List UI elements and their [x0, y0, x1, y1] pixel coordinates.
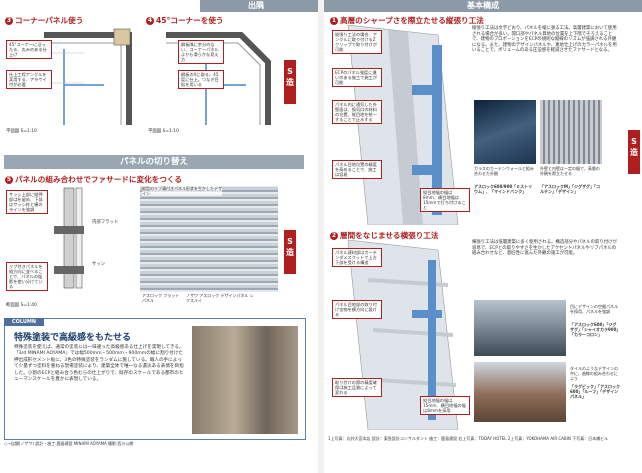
r-sec2-note-1: パネル建材部はカーテンダメスクットで上方下部を受ける構造	[332, 248, 382, 267]
r-sec1-note-5: 縦目地幅の幅は8mm、横目地幅は15mmで打ち付けること	[420, 188, 470, 212]
sec5-note-3: リブ付きパネルを縦方向に並べることで、パネルの陰影を使い分けている	[6, 262, 48, 291]
panel-switch-band: パネルの切り替え	[4, 155, 304, 169]
left-footer-credit: ○→店舗(ノザワ) 設計・施工:鹿島建設 MINAMI AOYAMA 撮影:西川…	[4, 441, 134, 446]
r-sec1-note-2: ECPのパネル強度に違いのある施工で施工が可能	[332, 68, 382, 87]
r-sec2-note-2: パネル目地部の取り付け金物を横方向に設ける	[332, 300, 382, 319]
side-tab-top: S造	[284, 60, 296, 104]
facade-photo-caption: 縦型のリブ溝付きパネル形状を生かしたデザイン	[142, 186, 222, 196]
facade-photo	[140, 186, 278, 292]
r-sec2-photo-1	[474, 300, 566, 356]
r-sec1-caption-1: ガラスのカーテンウォールと組み合わせた外観	[474, 166, 534, 176]
r-sec2-photo-2	[474, 362, 566, 422]
r-sec2-body: 横張り工法は低層建築に多く使用される。構造部分やパネルの取り付けが容易で、ECP…	[472, 240, 617, 257]
r-sec1-photo-2	[540, 100, 602, 164]
left-header: 出隅	[200, 0, 318, 12]
sec5-scale: 断面図 S=1:40	[6, 303, 37, 308]
r-sec1-caption-3: 外壁と内壁は一定の幅で、高層の外観を際立たせる	[540, 166, 600, 176]
sec5-label-1: 内部フラット	[92, 220, 119, 225]
column-photo	[192, 326, 298, 434]
r-sec2-note-4: 縦目地幅の幅は15mm、横目地幅の幅は8mmを採用	[420, 396, 470, 415]
sec4-scale: 平面図 S=1:10	[148, 129, 179, 134]
sec3-note-2: 仕上工程アングルを実用する、アラウイ付が必要	[6, 70, 52, 89]
r-sec2-caption-2: 「アスロック600」「ジグザグ」「シャイオカラ900」「カラーコロン」	[570, 322, 619, 337]
r-sec1-note-3: パネル内に通気した外壁面は、換気口の材料の位置、縦目地を統一することで止水する	[332, 100, 382, 124]
r-sec2-note-3: 取り付けの際の精度確保は施工品質によって変わる	[332, 378, 382, 397]
column-label: COLUMN	[4, 318, 44, 326]
right-side-tab: S造	[628, 130, 640, 174]
facade-panel-1: アスロック フラットパネル	[142, 293, 180, 303]
section-diagram	[54, 187, 84, 289]
sec4-note-2: 鋼板のXに取る。45度に仕上。つなぎ目処を用いる	[178, 70, 224, 89]
sec3-note-1: 45°コーナーに沿ったる、丸みのある仕上げ	[6, 40, 52, 59]
column-title: 特殊塗装で高級感をもたせる	[14, 333, 132, 343]
sec4-note-1: 鋼板隅に余分のない、コーナーパネルよりも滑らかな見え方	[178, 40, 224, 64]
r-sec1-body: 縦張り工法は文字どおり、パネルを縦に張る工法。高層建築において使用される場合が多…	[472, 26, 617, 54]
sec3-scale: 平面図 S=1:10	[6, 129, 37, 134]
r-sec1-note-1: 縦張り工法の場合、アングルに取り付けるZクリップで取り付けが可能	[332, 30, 382, 54]
right-footer-credit: 1上写真：丸井大宮本店 設計：東急設計コンサルタント 施工：鹿島建設 右上写真：…	[328, 436, 609, 441]
r-sec1-caption-2: アスロック600/900「ミストリウム」、「マインドバンク」	[474, 184, 533, 194]
r-sec2-caption-4: 「ラグビック」「アスロック600」「ルーフ」「デザインパネル」	[570, 384, 620, 399]
r-sec1-note-4: パネル目地位置の精度を高めることで、施工は容易	[332, 160, 382, 179]
column-body: 特殊塗装を使えば、通常の塗装には一味違った高級感ある仕上げを実現してきる。「3r…	[14, 345, 184, 383]
side-tab-mid: S造	[284, 230, 296, 274]
facade-panel-2: ノザワ アスロック デザインパネル レクスルイ	[186, 293, 254, 303]
r-sec1-caption-4: 「アスロックM」「ジグザグ」「コルテン」「デザイン」	[540, 184, 600, 194]
r-sec2-caption-1: 目にデザインの空間パネルを採用、パネルを強調	[570, 304, 618, 314]
sec5-label-2: サッシ	[92, 262, 106, 267]
r-sec1-photo-1	[474, 100, 536, 164]
sec5-note-1: サッシ上部に縦押部はを留め、下部はサッシ枠と横のラインを強調	[6, 190, 48, 214]
right-header: 基本構成	[324, 0, 642, 12]
r-sec2-caption-3: タイルのようなデザインの中に、曲線の組み合わせにより	[570, 366, 618, 381]
